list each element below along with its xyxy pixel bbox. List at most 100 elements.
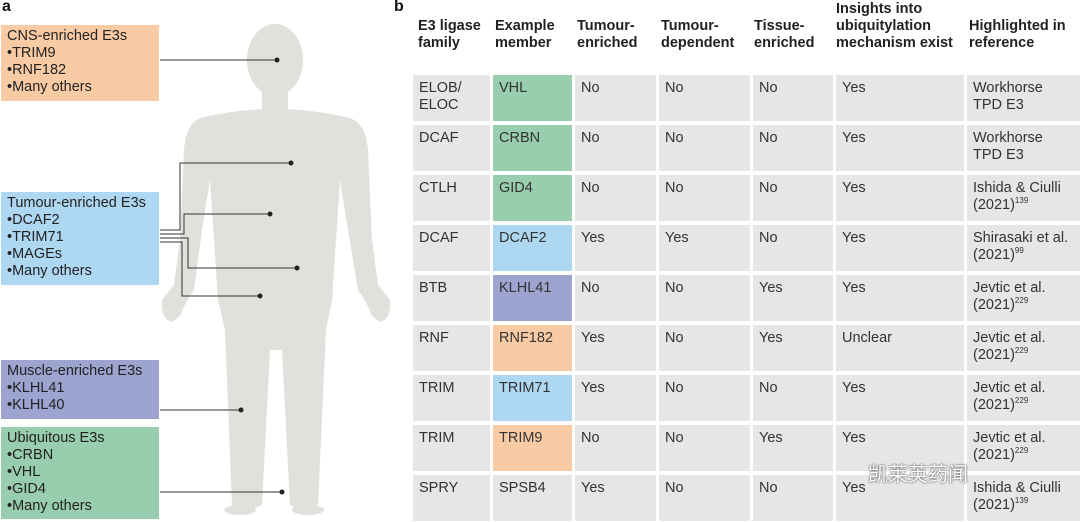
reference-number: 229 bbox=[1014, 396, 1029, 406]
box-item: CRBN bbox=[7, 447, 153, 464]
cell-tumour-enriched: No bbox=[575, 75, 656, 121]
box-item: Many others bbox=[7, 263, 153, 280]
cell-text: No bbox=[665, 480, 684, 496]
cell-tumour-enriched: Yes bbox=[575, 325, 656, 371]
cell-reference: Jevtic et al. (2021)229 bbox=[967, 375, 1080, 421]
cell-insights: Yes bbox=[836, 475, 964, 521]
cell-text: No bbox=[581, 280, 600, 296]
box-item: TRIM9 bbox=[7, 45, 153, 62]
cell-text: No bbox=[581, 80, 600, 96]
reference-number: 99 bbox=[1014, 246, 1024, 256]
cell-insights: Yes bbox=[836, 375, 964, 421]
cell-text: Yes bbox=[581, 230, 605, 246]
cell-text: Workhorse TPD E3 bbox=[973, 80, 1043, 113]
muscle-enriched-box: Muscle-enriched E3s KLHL41 KLHL40 bbox=[1, 360, 159, 419]
box-title: CNS-enriched E3s bbox=[7, 28, 128, 44]
cell-text: No bbox=[665, 280, 684, 296]
header-tumour-dependent: Tumour-dependent bbox=[661, 18, 735, 51]
cell-family: DCAF bbox=[413, 225, 490, 271]
cell-text: No bbox=[665, 80, 684, 96]
cell-text: RNF bbox=[419, 330, 449, 346]
cell-text: No bbox=[759, 130, 778, 146]
cell-text: Yes bbox=[581, 330, 605, 346]
box-item: RNF182 bbox=[7, 62, 153, 79]
cell-text: RNF182 bbox=[499, 330, 553, 346]
watermark: 凯莱英药闻 bbox=[868, 462, 968, 486]
cell-text: TRIM bbox=[419, 380, 455, 396]
cell-text: Yes bbox=[842, 380, 866, 396]
cell-text: Jevtic et al. (2021) bbox=[973, 430, 1046, 463]
cell-text: DCAF bbox=[419, 130, 459, 146]
leader-lines bbox=[160, 59, 297, 493]
cell-tumour-dependent: No bbox=[659, 475, 750, 521]
cell-tumour-enriched: Yes bbox=[575, 375, 656, 421]
cell-text: Unclear bbox=[842, 330, 892, 346]
cell-reference: Jevtic et al. (2021)229 bbox=[967, 275, 1080, 321]
cell-text: Jevtic et al. (2021) bbox=[973, 280, 1046, 313]
cell-reference: Ishida & Ciulli (2021)139 bbox=[967, 175, 1080, 221]
reference-number: 139 bbox=[1014, 496, 1029, 506]
header-reference: Highlighted in reference bbox=[969, 18, 1066, 51]
box-title: Ubiquitous E3s bbox=[7, 430, 105, 446]
cell-text: ELOB/ ELOC bbox=[419, 80, 462, 113]
cell-text: No bbox=[581, 130, 600, 146]
cell-text: TRIM71 bbox=[499, 380, 551, 396]
cell-text: Workhorse TPD E3 bbox=[973, 130, 1043, 163]
panel-a-letter: a bbox=[2, 0, 11, 15]
reference-number: 139 bbox=[1014, 196, 1029, 206]
cell-tumour-dependent: No bbox=[659, 175, 750, 221]
human-body-illustration bbox=[160, 24, 391, 515]
cell-reference: Workhorse TPD E3 bbox=[967, 75, 1080, 121]
cell-text: Yes bbox=[842, 130, 866, 146]
cell-reference: Jevtic et al. (2021)229 bbox=[967, 425, 1080, 471]
header-tissue-enriched: Tissue-enriched bbox=[754, 18, 815, 51]
box-item: TRIM71 bbox=[7, 229, 153, 246]
cell-text: Ishida & Ciulli (2021) bbox=[973, 180, 1061, 213]
cell-insights: Yes bbox=[836, 125, 964, 171]
cell-family: RNF bbox=[413, 325, 490, 371]
cell-insights: Unclear bbox=[836, 325, 964, 371]
cell-tumour-enriched: Yes bbox=[575, 475, 656, 521]
cell-text: No bbox=[759, 230, 778, 246]
cell-text: Ishida & Ciulli (2021) bbox=[973, 480, 1061, 513]
cell-tumour-dependent: Yes bbox=[659, 225, 750, 271]
cell-tumour-dependent: No bbox=[659, 425, 750, 471]
cell-text: Yes bbox=[842, 280, 866, 296]
cell-tissue-enriched: No bbox=[753, 225, 833, 271]
cell-family: BTB bbox=[413, 275, 490, 321]
cell-member: DCAF2 bbox=[493, 225, 572, 271]
cell-text: CTLH bbox=[419, 180, 457, 196]
tumour-enriched-box: Tumour-enriched E3s DCAF2 TRIM71 MAGEs M… bbox=[1, 192, 159, 285]
header-e3-family: E3 ligase family bbox=[418, 18, 481, 51]
cell-text: Yes bbox=[842, 230, 866, 246]
cell-text: No bbox=[759, 180, 778, 196]
cell-text: No bbox=[665, 430, 684, 446]
cell-insights: Yes bbox=[836, 75, 964, 121]
cell-insights: Yes bbox=[836, 225, 964, 271]
cell-text: BTB bbox=[419, 280, 448, 296]
cell-reference: Ishida & Ciulli (2021)139 bbox=[967, 475, 1080, 521]
cell-text: DCAF2 bbox=[499, 230, 547, 246]
cell-tissue-enriched: No bbox=[753, 475, 833, 521]
cell-text: No bbox=[759, 380, 778, 396]
cell-tissue-enriched: No bbox=[753, 75, 833, 121]
cell-text: No bbox=[665, 130, 684, 146]
cell-family: TRIM bbox=[413, 425, 490, 471]
cell-text: Yes bbox=[581, 380, 605, 396]
cell-text: No bbox=[665, 380, 684, 396]
cell-insights: Yes bbox=[836, 275, 964, 321]
reference-number: 229 bbox=[1014, 446, 1029, 456]
cell-tumour-enriched: No bbox=[575, 275, 656, 321]
cell-tumour-enriched: No bbox=[575, 425, 656, 471]
ubiquitous-box: Ubiquitous E3s CRBN VHL GID4 Many others bbox=[1, 427, 159, 519]
box-item: Many others bbox=[7, 79, 153, 96]
box-title: Muscle-enriched E3s bbox=[7, 363, 143, 379]
cell-tissue-enriched: No bbox=[753, 175, 833, 221]
box-item: KLHL40 bbox=[7, 397, 153, 414]
leader-dots bbox=[238, 57, 300, 495]
cell-tumour-enriched: No bbox=[575, 125, 656, 171]
cell-text: DCAF bbox=[419, 230, 459, 246]
cns-enriched-box: CNS-enriched E3s TRIM9 RNF182 Many other… bbox=[1, 25, 159, 101]
cell-text: CRBN bbox=[499, 130, 541, 146]
cell-text: No bbox=[759, 480, 778, 496]
